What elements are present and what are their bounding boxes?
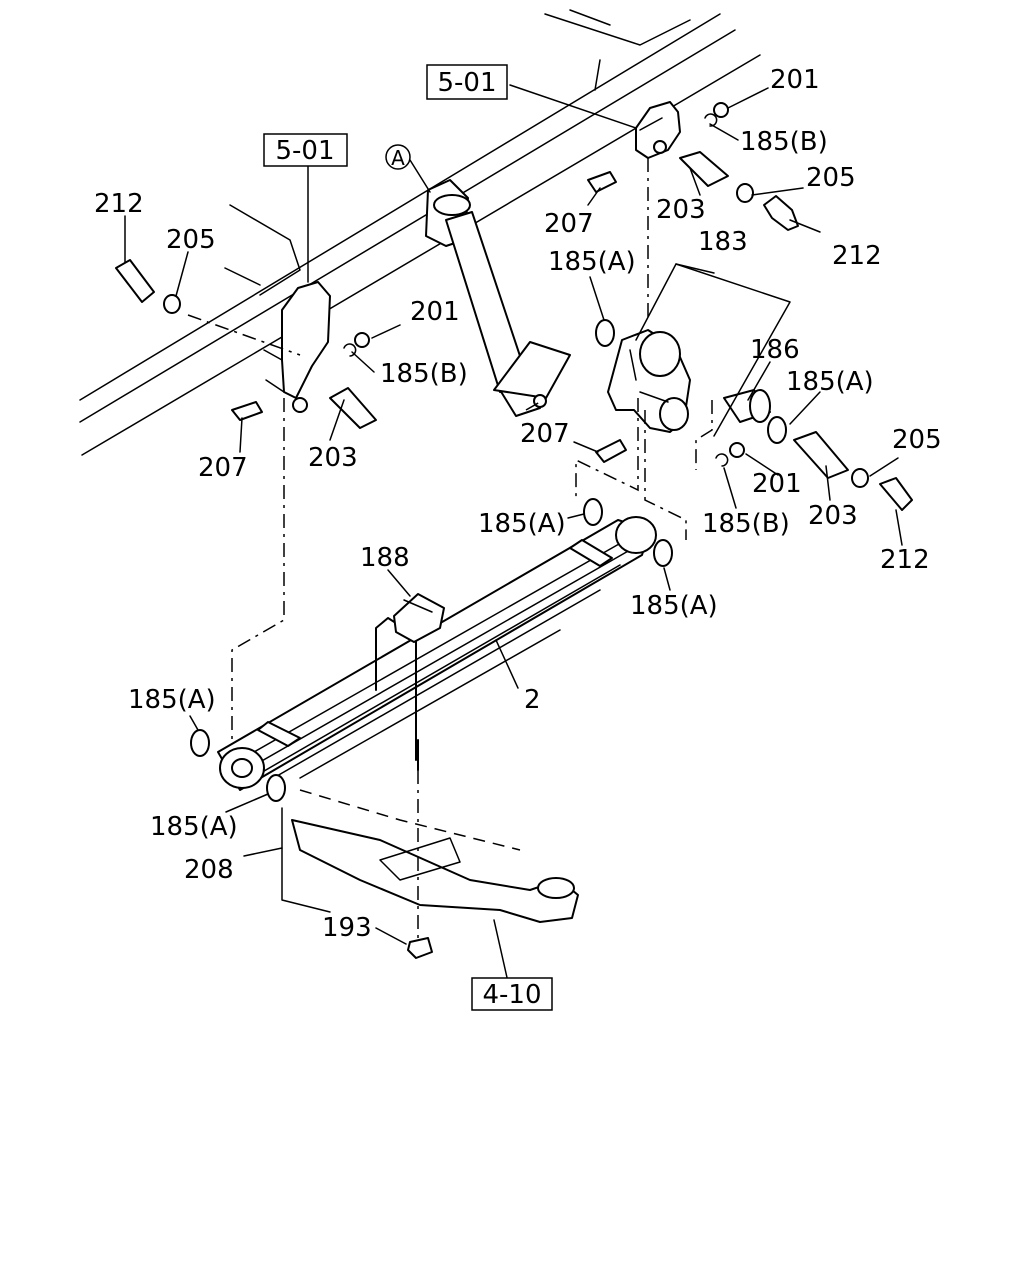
label-2: 2 <box>524 685 541 715</box>
label-183: 183 <box>698 227 748 257</box>
callout-a-text: A <box>391 146 405 170</box>
label-201-left: 201 <box>410 297 460 327</box>
front-hanger-bracket <box>263 281 331 413</box>
ref-box-5-01-top: 5-01 <box>426 64 508 100</box>
label-185a-left: 185(A) <box>128 685 216 715</box>
frame-rail <box>79 9 761 456</box>
label-212-right: 212 <box>832 241 882 271</box>
label-207-top: 207 <box>544 209 594 239</box>
leaf-spring <box>217 516 657 791</box>
part-labels: 201 185(B) 205 207 203 212 212 205 201 1… <box>94 65 942 943</box>
hardware <box>115 102 913 959</box>
label-207-mid: 207 <box>520 419 570 449</box>
label-205-left: 205 <box>166 225 216 255</box>
leader-lines <box>124 84 903 983</box>
label-185b-left: 185(B) <box>380 359 468 389</box>
label-201-right: 201 <box>752 469 802 499</box>
label-185b-top: 185(B) <box>740 127 828 157</box>
label-185b-right: 185(B) <box>702 509 790 539</box>
label-201-top: 201 <box>770 65 820 95</box>
label-205-right: 205 <box>892 425 942 455</box>
label-212-left: 212 <box>94 189 144 219</box>
u-bolt <box>375 593 445 771</box>
shackle-assembly <box>607 329 691 433</box>
label-208: 208 <box>184 855 234 885</box>
rear-hanger-bracket <box>635 101 681 159</box>
label-207-left: 207 <box>198 453 248 483</box>
label-185a-upper: 185(A) <box>548 247 636 277</box>
ref-5-01-top-text: 5-01 <box>437 68 496 98</box>
shock-absorber <box>425 179 571 417</box>
label-185a-mid: 185(A) <box>478 509 566 539</box>
label-185a-right: 185(A) <box>786 367 874 397</box>
label-205-top: 205 <box>806 163 856 193</box>
label-203-right: 203 <box>808 501 858 531</box>
callout-a: A <box>385 144 411 170</box>
front-axle <box>291 789 579 923</box>
label-212-lower: 212 <box>880 545 930 575</box>
label-185a-bottom: 185(A) <box>150 812 238 842</box>
label-203-left: 203 <box>308 443 358 473</box>
label-188: 188 <box>360 543 410 573</box>
ref-box-5-01-left: 5-01 <box>263 133 348 167</box>
label-193: 193 <box>322 913 372 943</box>
ref-box-4-10: 4-10 <box>471 977 553 1011</box>
label-185a-eye: 185(A) <box>630 591 718 621</box>
ref-4-10-text: 4-10 <box>482 980 541 1010</box>
label-203-top: 203 <box>656 195 706 225</box>
center-lines <box>187 158 713 940</box>
label-186: 186 <box>750 335 800 365</box>
ref-5-01-left-text: 5-01 <box>275 136 334 166</box>
